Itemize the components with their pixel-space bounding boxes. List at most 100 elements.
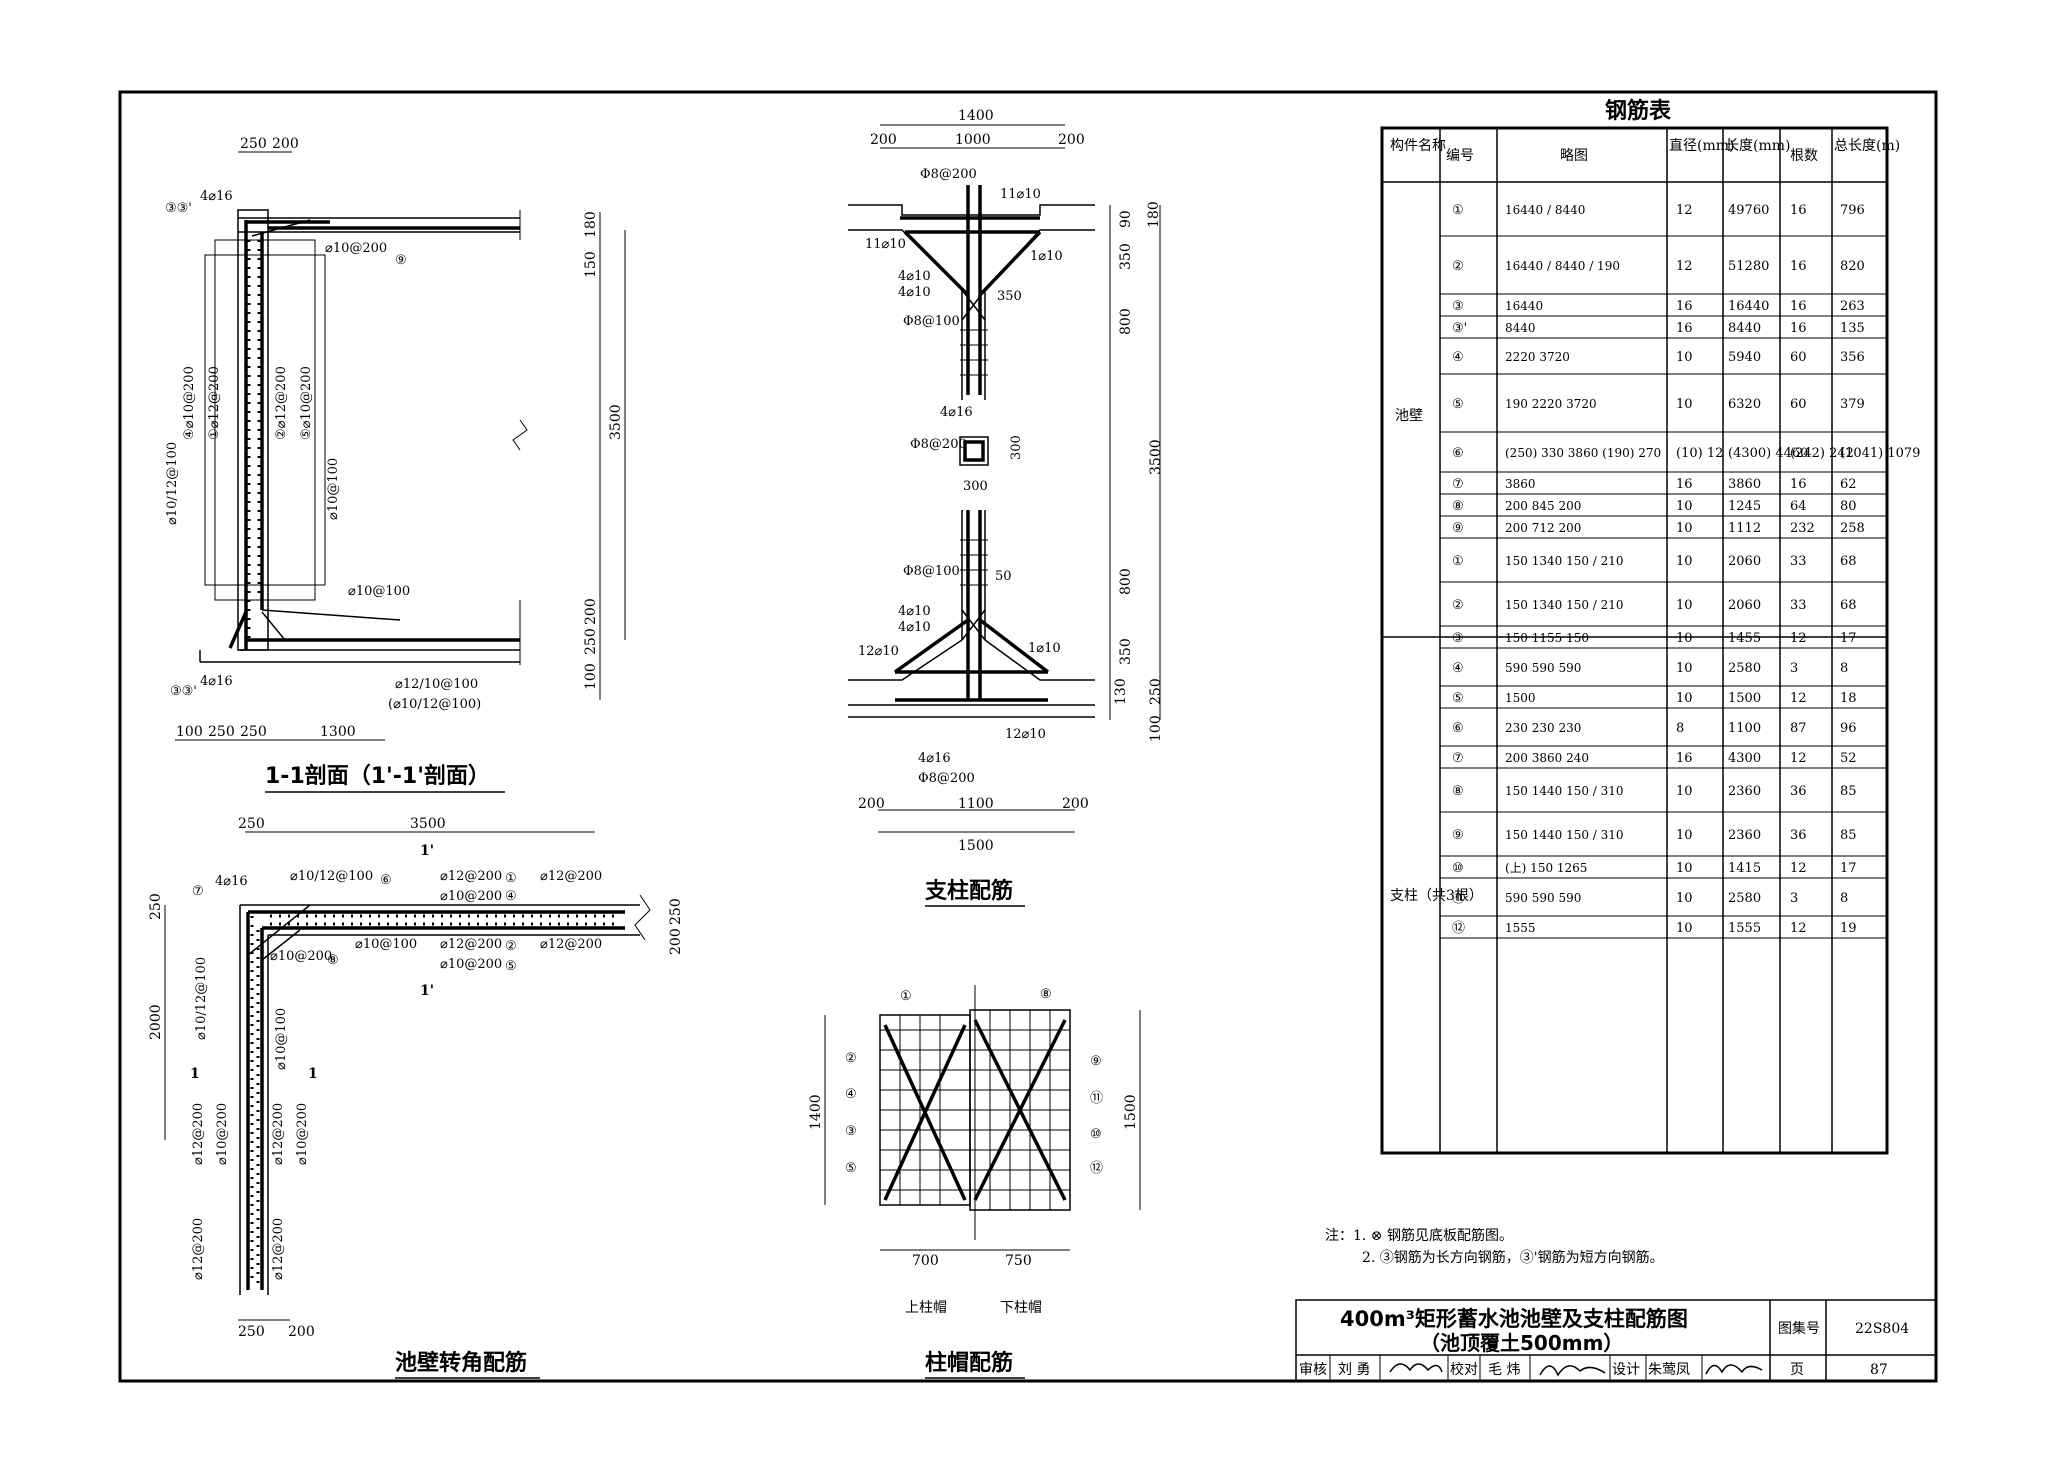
circle-11-label: ⑪: [1090, 1091, 1103, 1106]
circle-1-label: ①: [900, 989, 912, 1004]
rebar-label: 1⌀10: [1028, 641, 1061, 656]
table-cell-no: ⑫: [1452, 921, 1465, 936]
table-cell-n: 64: [1790, 499, 1807, 514]
dim: 250: [583, 628, 599, 655]
table-cell-d: 10: [1676, 861, 1693, 876]
table-cell-len: 2580: [1728, 891, 1761, 906]
table-cell-tot: 356: [1840, 350, 1865, 365]
table-cell-no: ⑤: [1452, 691, 1464, 706]
table-cell-len: 1455: [1728, 631, 1761, 646]
table-cell-no: ⑨: [1452, 828, 1464, 843]
column-title: 支柱配筋: [925, 878, 1013, 904]
page-number: 87: [1870, 1362, 1888, 1378]
dim: 200: [583, 598, 599, 625]
table-cell-d: 12: [1676, 203, 1693, 218]
table-cell-tot: 68: [1840, 598, 1857, 613]
rebar-label: 11⌀10: [1000, 187, 1041, 202]
table-cell-n: 16: [1790, 477, 1807, 492]
dim: 1000: [955, 132, 991, 148]
check-label: 校对: [1450, 1361, 1478, 1378]
dim: 200: [668, 928, 684, 955]
table-cell-no: ⑧: [1452, 784, 1464, 799]
table-cell-sketch: 590 590 590: [1505, 661, 1581, 675]
rebar-label: 11⌀10: [865, 237, 906, 252]
note-2: 2. ③钢筋为长方向钢筋，③'钢筋为短方向钢筋。: [1362, 1249, 1664, 1266]
table-cell-len: 6320: [1728, 397, 1761, 412]
table-cell-n: 12: [1790, 691, 1807, 706]
dim: 1100: [958, 796, 994, 812]
dim: 800: [1118, 308, 1134, 335]
table-cell-tot: 135: [1840, 321, 1865, 336]
table-cell-sketch: 200 3860 240: [1505, 751, 1589, 765]
table-header: 构件名称: [1390, 138, 1446, 154]
table-cell-tot: 796: [1840, 203, 1865, 218]
table-cell-d: 10: [1676, 784, 1693, 799]
table-cell-tot: 62: [1840, 477, 1857, 492]
table-cell-tot: 68: [1840, 554, 1857, 569]
rebar-label: ⌀12@200: [191, 1218, 206, 1280]
corner-title: 池壁转角配筋: [395, 1350, 527, 1376]
table-cell-len: 1500: [1728, 691, 1761, 706]
dim: 350: [997, 289, 1022, 304]
rebar-label: 1⌀10: [1030, 249, 1063, 264]
table-cell-sketch: 16440: [1505, 299, 1543, 313]
circle-7-label: ⑦: [192, 884, 204, 899]
capital-rebar-view: ① ⑧ ② ④ ③ ⑤ ⑨ ⑪ ⑩ ⑫ 1400 1500 700 750 上柱…: [808, 985, 1141, 1379]
table-cell-no: ③': [1452, 321, 1467, 336]
table-cell-n: 16: [1790, 259, 1807, 274]
note-1: 注：1. ⊗ 钢筋见底板配筋图。: [1325, 1227, 1513, 1244]
table-cell-tot: 80: [1840, 499, 1857, 514]
table-cell-len: 1415: [1728, 861, 1761, 876]
rebar-label: ⌀10@200: [325, 241, 387, 256]
dim: 350: [1118, 243, 1134, 270]
table-cell-sketch: (250) 330 3860 (190) 270: [1505, 446, 1661, 460]
rebar-label: ⌀10/12@100: [165, 442, 180, 525]
dim: 3500: [1148, 439, 1164, 475]
rebar-label: 4⌀16: [918, 751, 951, 766]
table-cell-sketch: 200 712 200: [1505, 521, 1581, 535]
table-cell-no: ①: [1452, 554, 1464, 569]
design-label: 设计: [1612, 1362, 1640, 1378]
cut-mark: 1: [190, 1066, 200, 1082]
circle-9-label: ⑨: [1090, 1054, 1102, 1069]
table-cell-sketch: 150 1440 150 / 310: [1505, 828, 1624, 842]
dim: 180: [1146, 201, 1162, 228]
table-cell-no: ⑪: [1452, 891, 1465, 906]
circle-6-label: ⑥: [380, 873, 392, 888]
table-cell-d: 16: [1676, 299, 1693, 314]
table-cell-n: 12: [1790, 861, 1807, 876]
table-cell-d: (10) 12: [1676, 446, 1723, 461]
capital-upper-label: 上柱帽: [905, 1300, 947, 1316]
table-cell-no: ②: [1452, 259, 1464, 274]
table-cell-n: (242) 242: [1790, 446, 1854, 461]
table-cell-d: 10: [1676, 397, 1693, 412]
table-cell-n: 36: [1790, 828, 1807, 843]
dim: 700: [912, 1253, 939, 1269]
table-cell-len: 4300: [1728, 751, 1761, 766]
table-cell-d: 10: [1676, 350, 1693, 365]
rebar-label: Φ8@100: [903, 564, 960, 579]
table-cell-len: 1100: [1728, 721, 1761, 736]
rebar-label: 4⌀10: [898, 604, 931, 619]
table-cell-no: ⑤: [1452, 397, 1464, 412]
notes: 注：1. ⊗ 钢筋见底板配筋图。 2. ③钢筋为长方向钢筋，③'钢筋为短方向钢筋…: [1325, 1227, 1664, 1266]
drawing-title: 400m³矩形蓄水池池壁及支柱配筋图: [1340, 1307, 1688, 1331]
rebar-label: ⌀10@200: [440, 957, 502, 972]
table-cell-no: ②: [1452, 598, 1464, 613]
dim: 300: [1009, 435, 1024, 460]
table-cell-sketch: 150 1440 150 / 310: [1505, 784, 1624, 798]
rebar-label: ⌀10@200: [215, 1103, 230, 1165]
rebar-label: ⌀10@200: [295, 1103, 310, 1165]
table-cell-no: ⑦: [1452, 477, 1464, 492]
dim: 90: [1118, 210, 1134, 228]
table-cell-d: 10: [1676, 521, 1693, 536]
atlas-number: 22S804: [1855, 1321, 1909, 1337]
table-cell-sketch: 8440: [1505, 321, 1536, 335]
dim: 3500: [410, 816, 446, 832]
table-cell-len: (4300) 4460: [1728, 446, 1808, 461]
dim: 1500: [958, 838, 994, 854]
table-cell-tot: (1041) 1079: [1840, 446, 1920, 461]
dim: 200: [870, 132, 897, 148]
table-cell-n: 16: [1790, 321, 1807, 336]
